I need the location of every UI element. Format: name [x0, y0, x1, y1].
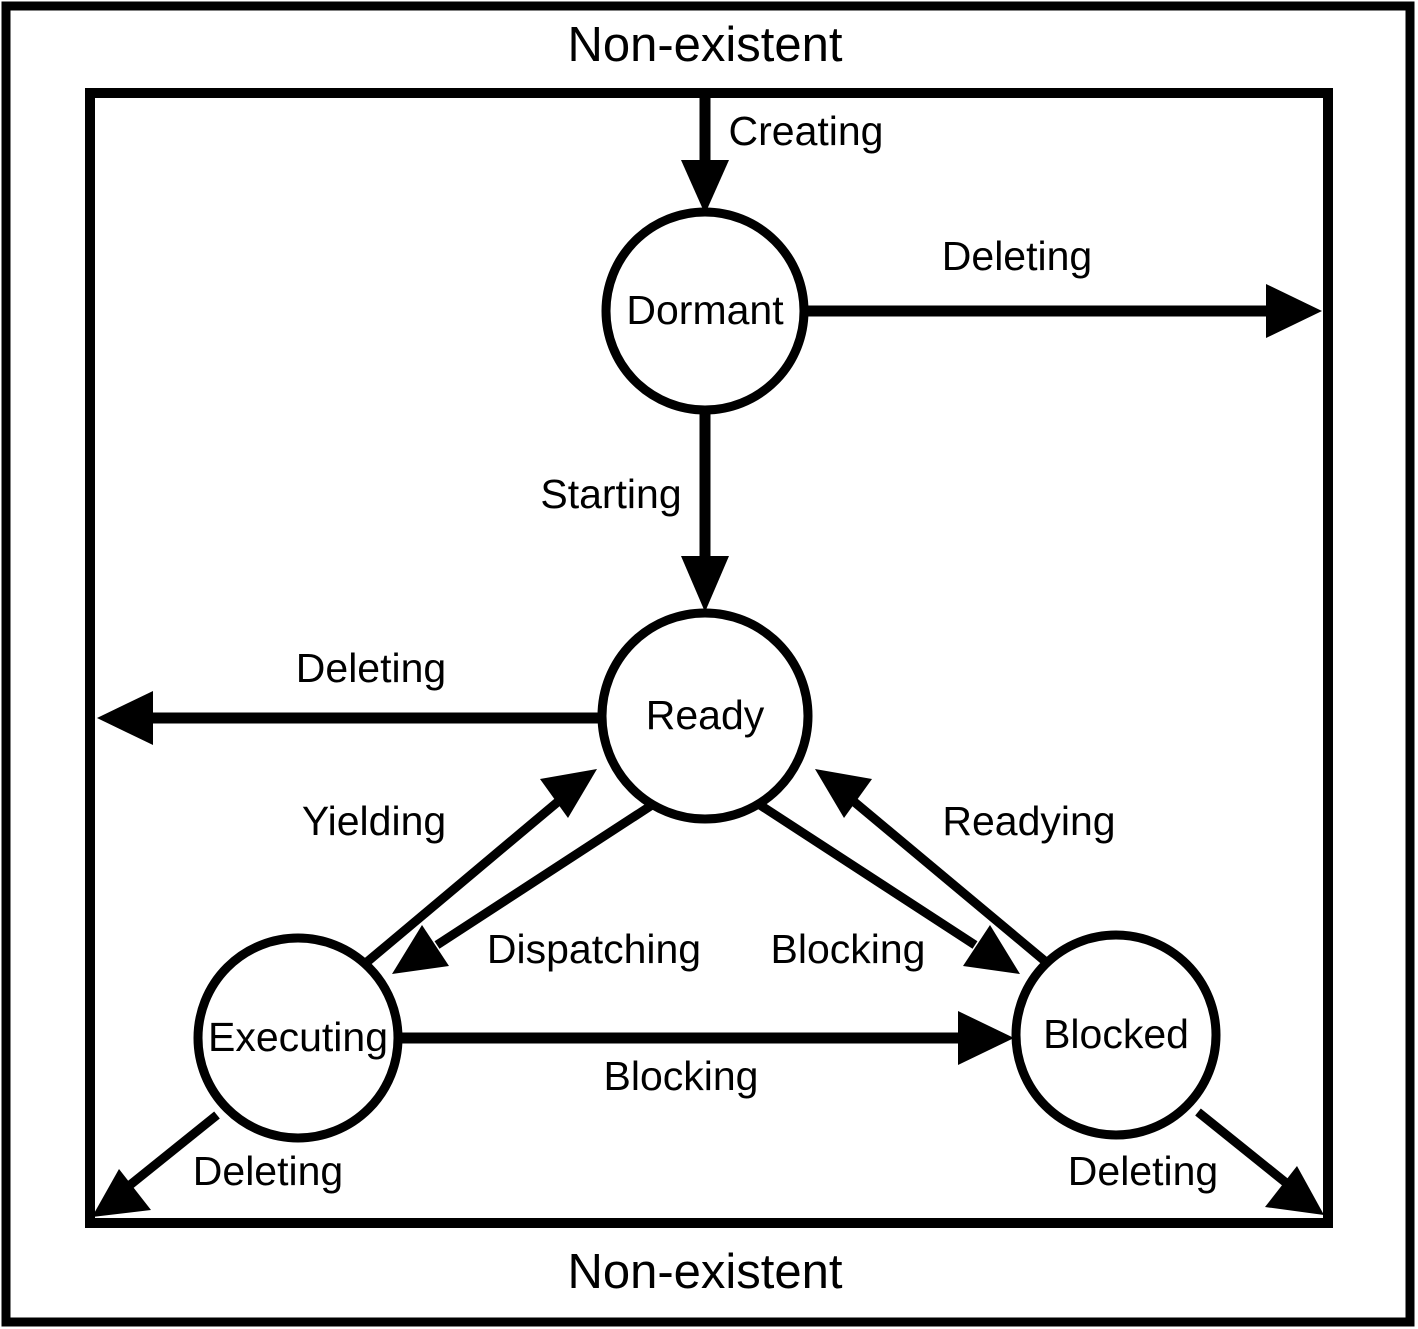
edge-starting: Starting — [540, 411, 729, 612]
edge-dormant-deleting-arrowhead — [1266, 284, 1322, 338]
edge-label-readying: Readying — [942, 798, 1115, 844]
node-dormant-circle[interactable] — [601, 207, 809, 415]
edge-executing-deleting-line — [127, 1111, 220, 1189]
edge-creating-arrowhead — [681, 160, 729, 214]
non-existent-label-bottom: Non-existent — [567, 1245, 842, 1299]
node-blocked-circle[interactable] — [1011, 930, 1221, 1140]
edge-readying-line — [849, 796, 1049, 966]
edge-label-dispatching: Dispatching — [487, 926, 701, 972]
non-existent-label-top: Non-existent — [567, 18, 842, 72]
edge-label-starting: Starting — [540, 471, 681, 517]
edge-dispatching: Dispatching — [392, 801, 701, 974]
node-dormant[interactable]: Dormant — [601, 207, 809, 415]
node-ready-circle[interactable] — [597, 608, 813, 824]
edge-starting-arrowhead — [681, 556, 729, 612]
edge-ready-deleting: Deleting — [97, 645, 600, 745]
edge-yielding: Yielding — [302, 769, 597, 966]
edge-label-ready-deleting: Deleting — [296, 645, 446, 691]
edge-blocked-deleting-arrowhead — [1265, 1166, 1324, 1215]
edge-ready-deleting-arrowhead — [97, 691, 153, 745]
edge-executing-deleting: Deleting — [92, 1111, 343, 1217]
edge-ready-blocking-arrowhead — [963, 925, 1020, 974]
node-dormant-label: Dormant — [626, 287, 784, 333]
inner-frame-border — [85, 88, 1333, 1228]
edge-readying-arrowhead — [815, 769, 872, 818]
node-ready-label: Ready — [646, 692, 765, 738]
node-blocked-label: Blocked — [1043, 1011, 1189, 1057]
edge-label-ready-blocking: Blocking — [771, 926, 926, 972]
edge-label-executing-deleting: Deleting — [193, 1148, 343, 1194]
edge-label-yielding: Yielding — [302, 798, 446, 844]
node-ready[interactable]: Ready — [597, 608, 813, 824]
edge-ready-blocking: Blocking — [757, 801, 1020, 974]
node-executing[interactable]: Executing — [193, 933, 403, 1143]
edge-readying: Readying — [815, 769, 1116, 966]
edge-ready-blocking-line — [757, 801, 978, 949]
edge-dormant-deleting: Deleting — [807, 233, 1322, 338]
edge-executing-blocking: Blocking — [398, 1011, 1014, 1099]
edge-yielding-line — [364, 796, 563, 966]
edge-blocked-deleting: Deleting — [1068, 1108, 1324, 1215]
edge-blocked-deleting-line — [1195, 1108, 1288, 1186]
edge-creating: Creating — [681, 98, 883, 214]
edge-dispatching-line — [434, 801, 655, 949]
edge-label-blocked-deleting: Deleting — [1068, 1148, 1218, 1194]
edge-label-creating: Creating — [729, 108, 884, 154]
edge-executing-deleting-arrowhead — [92, 1169, 151, 1217]
node-executing-label: Executing — [208, 1014, 388, 1060]
node-blocked[interactable]: Blocked — [1011, 930, 1221, 1140]
edge-label-dormant-deleting: Deleting — [942, 233, 1092, 279]
edge-yielding-arrowhead — [540, 769, 597, 818]
edge-label-executing-blocking: Blocking — [604, 1053, 759, 1099]
edge-dispatching-arrowhead — [392, 925, 449, 974]
edge-executing-blocking-arrowhead — [958, 1011, 1014, 1065]
